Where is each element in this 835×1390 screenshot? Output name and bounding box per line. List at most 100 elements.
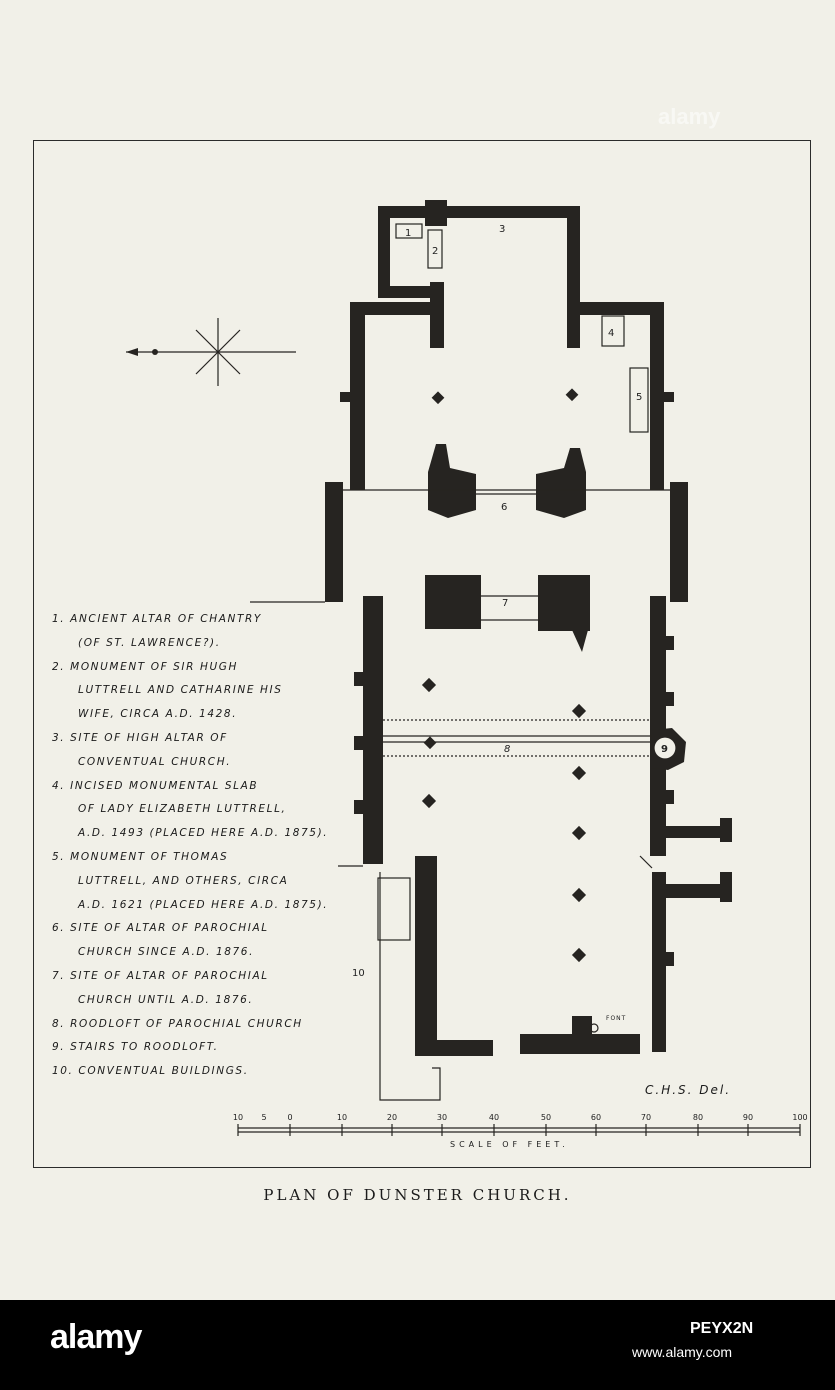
nave-east-bottom: [520, 1034, 640, 1054]
nave-west-wall: [415, 856, 437, 1056]
south-aisle-top: [578, 302, 664, 315]
scale-label: 50: [541, 1113, 551, 1122]
nave-south-lower: [652, 872, 666, 1052]
legend-line: 10. Conventual buildings.: [52, 1065, 249, 1078]
legend-line: 7. Site of Altar of parochial: [52, 969, 269, 982]
legend-line: A.D. 1621 (placed here A.D. 1875).: [78, 898, 329, 911]
pillar: [423, 736, 437, 750]
stair-turret-circle: [653, 736, 677, 760]
plan-number-2: 2: [432, 246, 438, 257]
buttress: [664, 790, 674, 804]
font-label: FONT: [606, 1015, 626, 1022]
chancel-wall-west: [378, 206, 390, 298]
stock-image-id: PEYX2N: [690, 1320, 754, 1337]
pillar: [571, 765, 587, 781]
altar-7-stair: [572, 630, 588, 652]
monument-1: [395, 223, 423, 239]
south-aisle-wall: [650, 302, 664, 490]
scale-label: 90: [743, 1113, 753, 1122]
font-circle: [589, 1023, 599, 1033]
font-block: [572, 1016, 592, 1038]
watermark: alamy: [658, 104, 721, 129]
legend-line: of Lady Elizabeth Luttrell,: [78, 803, 287, 816]
nave-north-wall: [363, 596, 383, 864]
plan-number-6: 6: [501, 502, 507, 513]
compass-north-marker: [152, 349, 158, 355]
scale-label: 30: [437, 1113, 447, 1122]
north-aisle-top: [350, 302, 432, 315]
legend-line: 3. Site of High Altar of: [52, 731, 228, 744]
scale-label: 70: [641, 1113, 651, 1122]
plan-number-3: 3: [499, 224, 505, 235]
pillar: [571, 947, 587, 963]
legend-line: 2. Monument of Sir Hugh: [52, 660, 238, 673]
compass-line: [195, 329, 241, 375]
chancel-inner-wall: [430, 282, 444, 348]
legend-line: church until A.D. 1876.: [78, 993, 254, 1006]
legend-line: Conventual Church.: [78, 755, 232, 768]
porch-2-end: [720, 872, 732, 902]
plan-number-4: 4: [608, 328, 614, 339]
plan-number-5: 5: [636, 392, 642, 403]
porch-1-end: [720, 818, 732, 842]
legend-line: church since A.D. 1876.: [78, 946, 255, 959]
scale-label: 0: [287, 1113, 292, 1122]
legend-line: 6. Site of Altar of parochial: [52, 922, 269, 935]
legend: 1. Ancient altar of Chantry (of St. Lawr…: [52, 608, 352, 1084]
pillar: [571, 825, 587, 841]
legend-line: 1. Ancient altar of Chantry: [52, 613, 262, 625]
chancel-step: [378, 286, 444, 298]
buttress: [354, 736, 364, 750]
buttress: [664, 392, 674, 402]
buttress: [664, 692, 674, 706]
church-floor-plan: 1 2 3 4 5 6 7 8 9 10 FONT 10 5 0 10 20 3…: [126, 200, 808, 1136]
legend-line: A.D. 1493 (placed here A.D. 1875).: [78, 827, 329, 840]
draughtsman-credit: C.H.S. Del.: [645, 1083, 732, 1097]
monument-5: [629, 367, 649, 433]
scale-label: 10: [233, 1113, 243, 1122]
legend-line: wife, circa A.D. 1428.: [78, 708, 238, 721]
scale-label: 5: [261, 1113, 266, 1122]
plan-number-8: 8: [504, 744, 510, 755]
buttress: [354, 672, 364, 686]
tower-pier-west: [428, 444, 476, 518]
scale-label: 100: [792, 1113, 807, 1122]
monument-2: [427, 229, 443, 269]
legend-line: 8. Roodloft of parochial Church: [52, 1017, 303, 1030]
chancel-pier: [425, 200, 447, 226]
page-scan: alamy: [33, 104, 811, 1204]
conventual-room: [377, 877, 411, 941]
pillar: [421, 677, 437, 693]
scale-label: 80: [693, 1113, 703, 1122]
plan-number-1: 1: [405, 228, 411, 239]
plate-caption: Plan of Dunster Church.: [263, 1186, 572, 1204]
pillar: [421, 793, 437, 809]
nave-west-bottom: [415, 1040, 493, 1056]
stock-logo: alamy: [50, 1318, 142, 1356]
buttress: [664, 952, 674, 966]
legend-line: 5. Monument of Thomas: [52, 850, 229, 863]
conventual-buildings: [379, 872, 441, 1101]
legend-line: Luttrell, and others, circa: [78, 874, 289, 887]
north-aisle-wall: [350, 302, 365, 490]
tower-pier-east: [536, 448, 586, 518]
plan-number-9: 9: [661, 744, 668, 755]
monument-4: [601, 315, 625, 347]
altar-7-right: [538, 575, 590, 631]
buttress: [340, 392, 350, 402]
pillar: [431, 391, 445, 405]
porch-2: [660, 884, 732, 898]
pillar: [571, 887, 587, 903]
legend-line: 9. Stairs to Roodloft.: [52, 1041, 219, 1054]
pillar: [571, 703, 587, 719]
scale-label: 10: [337, 1113, 347, 1122]
transept-wall-east: [670, 482, 688, 602]
transept-wall-west: [325, 482, 343, 602]
stock-url: www.alamy.com: [632, 1344, 733, 1360]
scale-label: 20: [387, 1113, 397, 1122]
chancel-wall-east: [567, 206, 580, 348]
nave-south-wall: [650, 596, 666, 856]
plate-border: [33, 140, 811, 1168]
legend-line: 4. Incised monumental slab: [52, 779, 259, 792]
plan-number-10: 10: [352, 968, 365, 979]
